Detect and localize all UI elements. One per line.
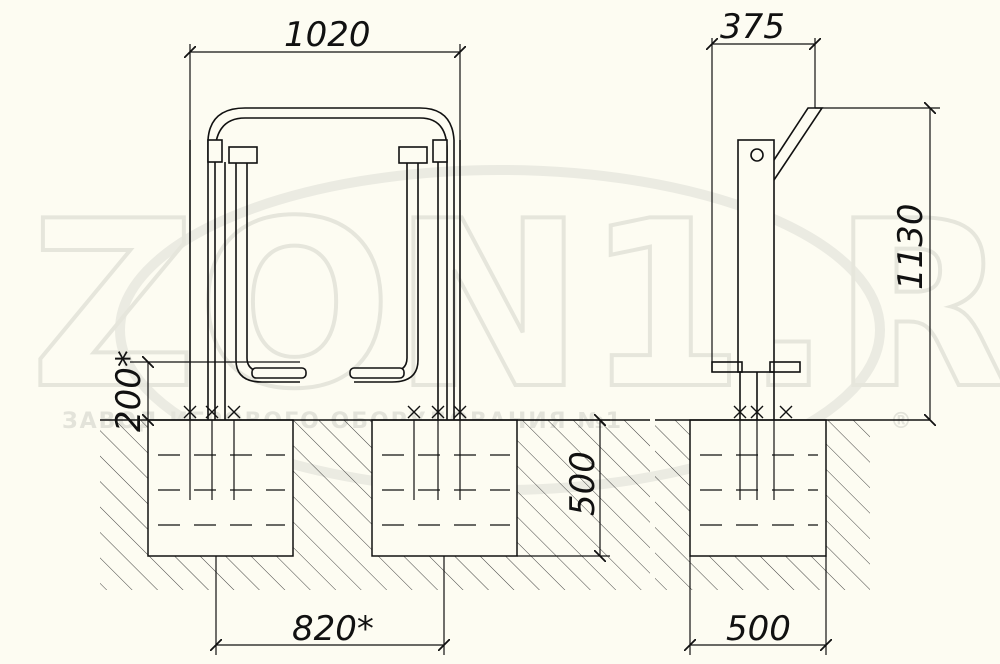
dim-side-depth: 375	[720, 7, 785, 47]
foundation-block-right	[371, 419, 518, 557]
wheel-holder-left-clamp	[228, 146, 258, 164]
foundation-block-left	[147, 419, 294, 557]
wheel-holder-right-clamp	[398, 146, 428, 164]
side-view-rack	[711, 107, 824, 500]
dim-foundation-spacing: 820*	[292, 609, 374, 649]
rack-frame-inner	[214, 117, 448, 420]
side-post	[737, 139, 775, 373]
side-post-hole	[750, 148, 764, 162]
dim-above-ground: 200*	[109, 350, 149, 432]
front-view-rack	[183, 107, 467, 500]
watermark-registered: ®	[890, 409, 914, 434]
dim-foundation-width: 500	[726, 609, 791, 649]
side-arm	[773, 107, 824, 181]
foundation-block-side	[689, 419, 827, 557]
dim-front-width: 1020	[284, 15, 371, 55]
foundation-blocks-front	[147, 419, 518, 557]
rack-frame-outer	[207, 107, 455, 420]
wheel-stop-left	[251, 367, 307, 379]
wheel-stop-right	[349, 367, 405, 379]
dimension-lines	[130, 38, 940, 655]
dim-total-height: 1130	[891, 203, 931, 290]
watermark-brand: ZON1.RU	[30, 173, 1000, 440]
dim-foundation-depth: 500	[563, 451, 603, 516]
